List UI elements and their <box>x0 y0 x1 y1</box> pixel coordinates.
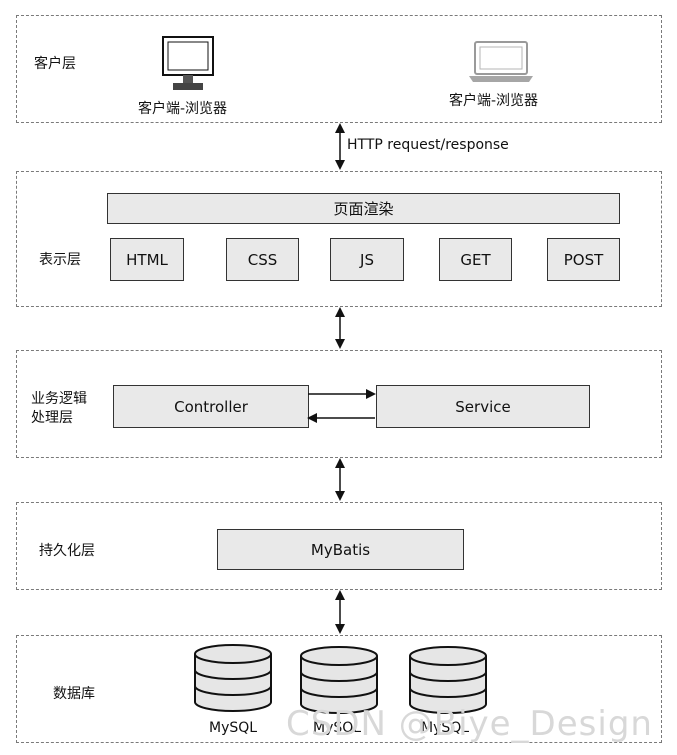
mybatis-box: MyBatis <box>217 529 464 570</box>
http-label: HTTP request/response <box>347 137 509 153</box>
persistence-layer-label: 持久化层 <box>39 543 95 559</box>
page-render-box: 页面渲染 <box>107 193 620 224</box>
db3-label: MySQL <box>421 720 470 736</box>
post-box: POST <box>547 238 620 281</box>
business-layer-label-line1: 业务逻辑 <box>31 391 87 407</box>
client2-label: 客户端-浏览器 <box>449 93 539 109</box>
data-layer-label: 数据库 <box>53 686 95 702</box>
laptop-icon <box>469 41 533 82</box>
monitor-icon <box>162 36 214 90</box>
client-layer-label: 客户层 <box>34 56 76 72</box>
controller-box: Controller <box>113 385 309 428</box>
client1-label: 客户端-浏览器 <box>138 101 228 117</box>
service-box: Service <box>376 385 590 428</box>
data-layer: 数据库 MySQL MySQL MySQL <box>16 635 662 743</box>
css-box: CSS <box>226 238 299 281</box>
database-icon <box>194 644 272 712</box>
db2-label: MySQL <box>313 720 362 736</box>
get-box: GET <box>439 238 512 281</box>
database-icon <box>300 646 378 714</box>
business-layer: 业务逻辑 处理层 Controller Service <box>16 350 662 458</box>
client-layer: 客户层 客户端-浏览器 客户端-浏览器 <box>16 15 662 123</box>
watermark: CSDN @Biye_Design <box>286 704 653 744</box>
presentation-layer: 表示层 页面渲染 HTML CSS JS GET POST <box>16 171 662 307</box>
persistence-layer: 持久化层 MyBatis <box>16 502 662 590</box>
presentation-layer-label: 表示层 <box>39 252 81 268</box>
db1-label: MySQL <box>209 720 258 736</box>
html-box: HTML <box>110 238 184 281</box>
database-icon <box>409 646 487 714</box>
js-box: JS <box>330 238 404 281</box>
business-layer-label-line2: 处理层 <box>31 410 73 426</box>
